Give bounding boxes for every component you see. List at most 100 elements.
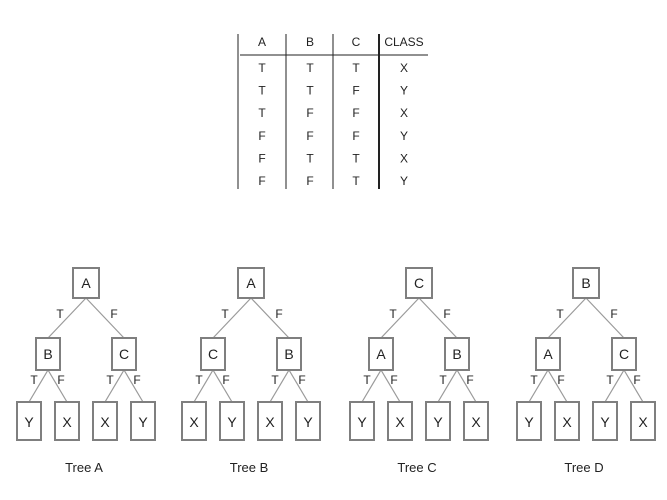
tree-root-node [572, 267, 600, 299]
tree-leaf-label: Y [138, 414, 148, 430]
tree-leaf-node [295, 401, 321, 441]
tree-internal-node [611, 337, 637, 371]
tree-leaf-node [463, 401, 489, 441]
edge-label-true: T [271, 373, 279, 387]
tree-leaf-node [257, 401, 283, 441]
tree-edge [604, 369, 625, 403]
tree-leaf-label: X [62, 414, 72, 430]
table-cell: F [352, 129, 359, 143]
edge-label-true: T [389, 307, 397, 321]
tree-caption: Tree C [397, 460, 436, 475]
tree-edge [547, 369, 568, 403]
table-header-class: CLASS [384, 35, 423, 49]
edge-label-true: T [30, 373, 38, 387]
edge-label-true: T [556, 307, 564, 321]
tree-internal-label: B [284, 346, 293, 362]
edge-label-false: F [390, 373, 397, 387]
table-cell: F [258, 174, 265, 188]
tree-edge [47, 297, 87, 339]
tree-internal-node [535, 337, 561, 371]
table-cell: T [352, 151, 360, 165]
tree-edge [212, 369, 233, 403]
tree-leaf-node [54, 401, 80, 441]
tree-leaf-label: Y [227, 414, 237, 430]
tree-leaf-node [181, 401, 207, 441]
tree-leaf-node [387, 401, 413, 441]
tree-edge [104, 369, 125, 403]
edge-label-true: T [195, 373, 203, 387]
tree-internal-node [35, 337, 61, 371]
tree-leaf-label: Y [433, 414, 443, 430]
edge-label-true: T [530, 373, 538, 387]
edge-label-false: F [222, 373, 229, 387]
tree-leaf-label: Y [357, 414, 367, 430]
tree-internal-node [111, 337, 137, 371]
tree-edge [547, 297, 587, 339]
table-cell: F [306, 129, 313, 143]
tree-edge [85, 297, 125, 339]
tree-caption: Tree B [230, 460, 269, 475]
tree-leaf-label: X [562, 414, 572, 430]
edge-label-false: F [610, 307, 617, 321]
table-cell: Y [400, 84, 408, 98]
table-cell: X [400, 151, 408, 165]
tree-edge [288, 369, 309, 403]
tree-leaf-node [554, 401, 580, 441]
tree-internal-node [200, 337, 226, 371]
tree-internal-label: A [376, 346, 386, 362]
tree-leaf-node [130, 401, 156, 441]
edge-label-true: T [606, 373, 614, 387]
tree-internal-label: C [119, 346, 129, 362]
table-cell: T [352, 174, 360, 188]
tree-edge [528, 369, 549, 403]
tree-edge [456, 369, 477, 403]
table-cell: X [400, 61, 408, 75]
tree-leaf-label: Y [524, 414, 534, 430]
table-cell: Y [400, 129, 408, 143]
tree-leaf-label: X [471, 414, 481, 430]
tree-root-label: C [414, 275, 424, 291]
table-cell: T [352, 61, 360, 75]
tree-edge [437, 369, 458, 403]
tree-internal-label: A [543, 346, 553, 362]
edge-label-false: F [57, 373, 64, 387]
edge-label-false: F [110, 307, 117, 321]
tree-leaf-label: Y [600, 414, 610, 430]
tree-edge [380, 297, 420, 339]
tree-edge [269, 369, 290, 403]
edge-label-true: T [439, 373, 447, 387]
table-cell: T [306, 61, 314, 75]
tree-leaf-node [219, 401, 245, 441]
tree-root-label: A [246, 275, 256, 291]
tree-leaf-node [16, 401, 42, 441]
tree-edge [47, 369, 68, 403]
tree-root-label: A [81, 275, 91, 291]
tree-edge [28, 369, 49, 403]
table-header-c: C [352, 35, 361, 49]
edge-label-false: F [133, 373, 140, 387]
tree-edge [380, 369, 401, 403]
tree-caption: Tree A [65, 460, 103, 475]
table-header-b: B [306, 35, 314, 49]
tree-leaf-node [425, 401, 451, 441]
edge-label-false: F [275, 307, 282, 321]
edge-label-true: T [363, 373, 371, 387]
tree-edge [623, 369, 644, 403]
tree-edge [361, 369, 382, 403]
tree-edge [212, 297, 252, 339]
table-cell: T [258, 84, 266, 98]
table-cell: T [306, 84, 314, 98]
table-cell: F [258, 151, 265, 165]
tree-edge [250, 297, 290, 339]
tree-caption: Tree D [564, 460, 603, 475]
tree-leaf-node [92, 401, 118, 441]
tree-internal-label: B [43, 346, 52, 362]
tree-edge [193, 369, 214, 403]
table-cell: F [352, 84, 359, 98]
tree-leaf-label: X [638, 414, 648, 430]
tree-leaf-node [349, 401, 375, 441]
table-cell: T [258, 61, 266, 75]
tree-edge [123, 369, 144, 403]
tree-internal-node [444, 337, 470, 371]
tree-leaf-node [630, 401, 656, 441]
